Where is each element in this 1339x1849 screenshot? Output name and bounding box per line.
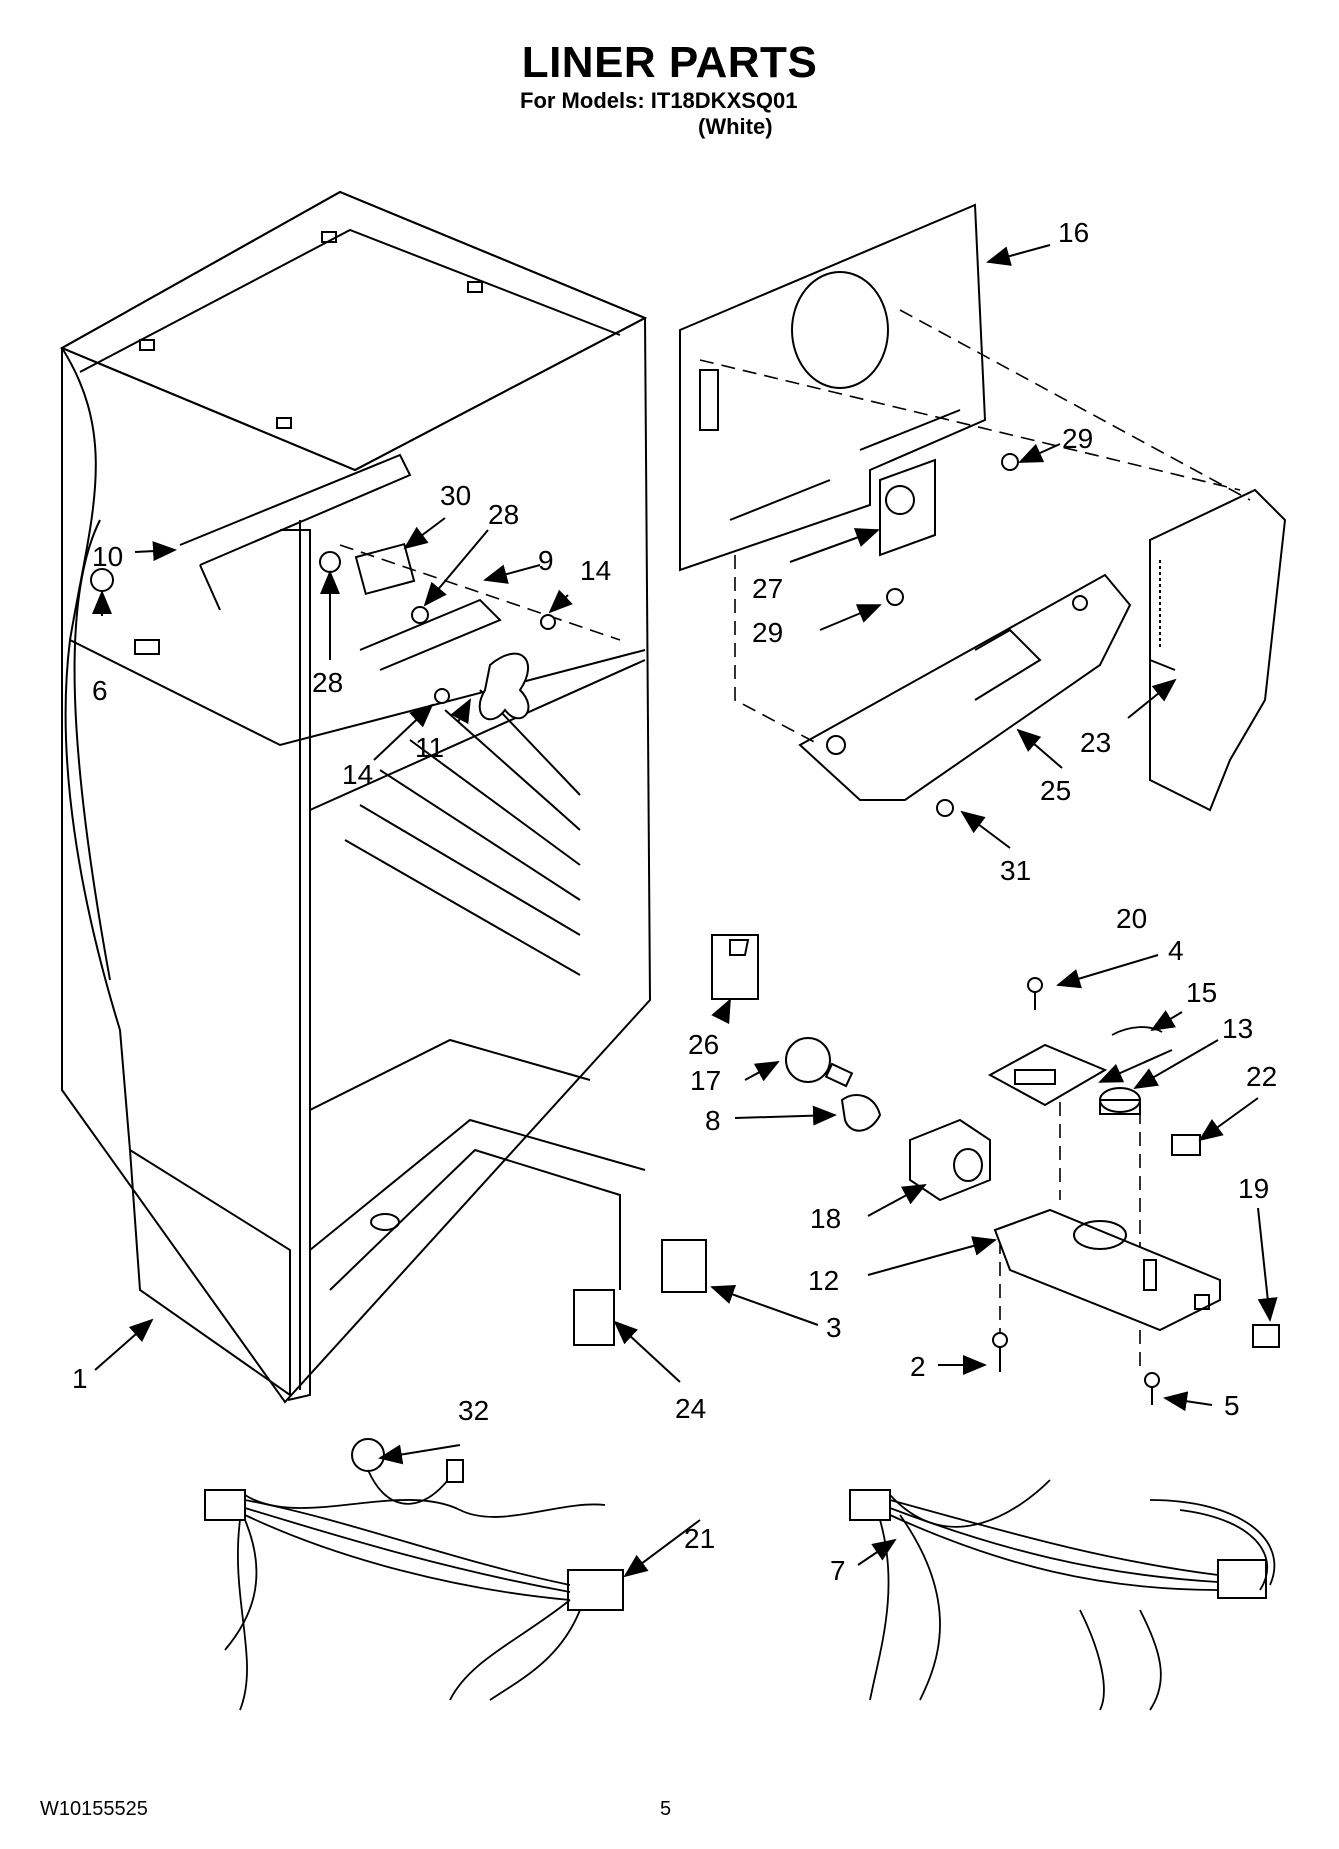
evaporator-cover [679,203,987,572]
callout-14-lower: 14 [342,759,373,790]
callout-5: 5 [1224,1390,1240,1421]
callout-11: 11 [415,732,444,763]
callout-18: 18 [810,1203,841,1234]
callout-labels: 1 2 3 4 5 6 7 8 9 10 11 12 13 14 14 15 1… [72,217,1277,1586]
callout-26: 26 [688,1029,719,1060]
callout-9: 9 [538,545,554,576]
callout-13: 13 [1222,1013,1253,1044]
wire-harness-7 [849,1479,1276,1711]
callout-14-upper: 14 [580,555,611,586]
fan-housing [798,573,1132,801]
callout-29-lower: 29 [752,617,783,648]
color-line: (White) [698,114,773,139]
page-title: LINER PARTS [521,38,818,87]
callout-29-upper: 29 [1062,423,1093,454]
fan-motor-assembly [90,453,530,721]
callout-12: 12 [808,1265,839,1296]
callout-leaders [92,244,1278,1578]
models-line: For Models: IT18DKXSQ01 [520,88,798,113]
callout-32: 32 [458,1395,489,1426]
callout-19: 19 [1238,1173,1269,1204]
callout-4: 4 [1168,935,1184,966]
callout-24: 24 [675,1393,706,1424]
callout-6: 6 [92,675,108,706]
wire-harness-21 [204,1438,624,1711]
callout-10: 10 [92,541,123,572]
cabinet-liner [59,190,652,1404]
callout-21: 21 [684,1523,715,1554]
page-number: 5 [660,1798,672,1820]
callout-3: 3 [826,1312,842,1343]
callout-22: 22 [1246,1061,1277,1092]
assembly-lines [339,309,1251,1370]
callout-20: 20 [1116,903,1147,934]
light-socket-parts [434,453,1280,1405]
callout-15: 15 [1186,977,1217,1008]
callout-30: 30 [440,480,471,511]
callout-17: 17 [690,1065,721,1096]
callout-7: 7 [830,1555,846,1586]
callout-28-lower: 28 [312,667,343,698]
callout-1: 1 [72,1363,88,1394]
callout-28-upper: 28 [488,499,519,530]
callout-27: 27 [752,573,783,604]
callout-25: 25 [1040,775,1071,806]
air-tower [1149,488,1287,812]
callout-31: 31 [1000,855,1031,886]
document-number: W10155525 [40,1798,148,1820]
callout-23: 23 [1080,727,1111,758]
callout-16: 16 [1058,217,1089,248]
callout-2: 2 [910,1351,926,1382]
callout-8: 8 [705,1105,721,1136]
